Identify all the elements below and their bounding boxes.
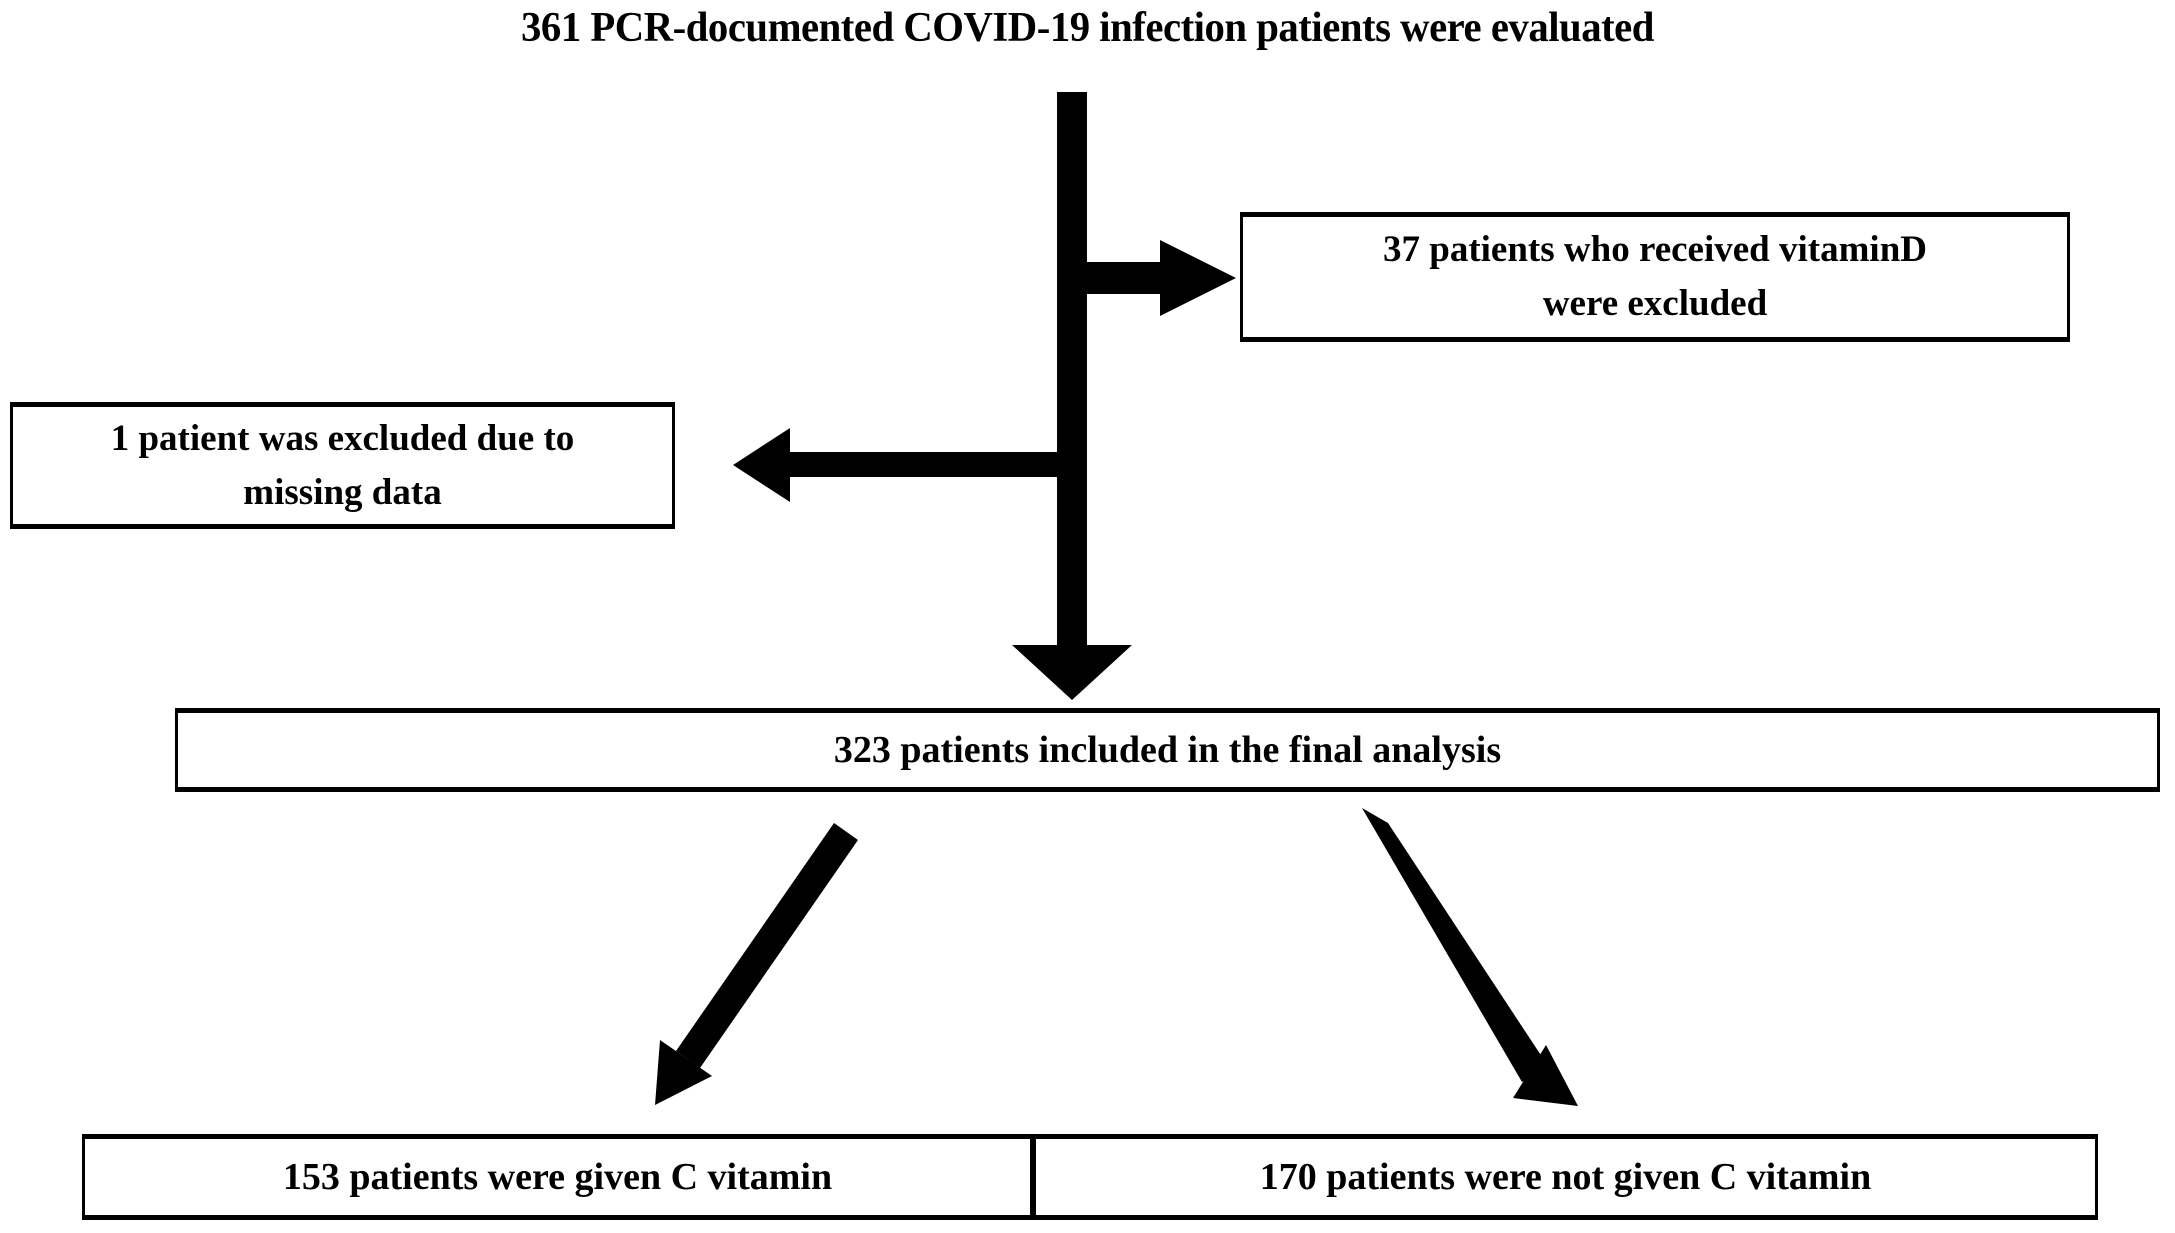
node-final-analysis-label: 323 patients included in the final analy… <box>833 729 1502 771</box>
node-not-given-c-vitamin: 170 patients were not given C vitamin <box>1033 1134 2098 1220</box>
node-excluded-vitamin-d: 37 patients who received vitaminD were e… <box>1240 212 2070 342</box>
node-excluded-missing-data-label: 1 patient was excluded due to missing da… <box>110 417 575 513</box>
branch-right-arrow <box>1087 240 1236 316</box>
node-excluded-vitamin-d-label: 37 patients who received vitaminD were e… <box>1383 229 1927 324</box>
node-final-analysis: 323 patients included in the final analy… <box>175 708 2160 792</box>
split-left-arrow <box>655 823 858 1105</box>
node-given-c-vitamin: 153 patients were given C vitamin <box>82 1134 1033 1220</box>
trunk-down-arrow <box>1012 92 1132 700</box>
node-given-c-vitamin-label: 153 patients were given C vitamin <box>282 1156 833 1198</box>
node-excluded-missing-data: 1 patient was excluded due to missing da… <box>10 402 675 529</box>
branch-left-arrow <box>733 428 1060 502</box>
split-right-arrow <box>1362 808 1578 1106</box>
page-title: 361 PCR-documented COVID-19 infection pa… <box>521 5 1654 51</box>
node-not-given-c-vitamin-label: 170 patients were not given C vitamin <box>1259 1156 1872 1198</box>
